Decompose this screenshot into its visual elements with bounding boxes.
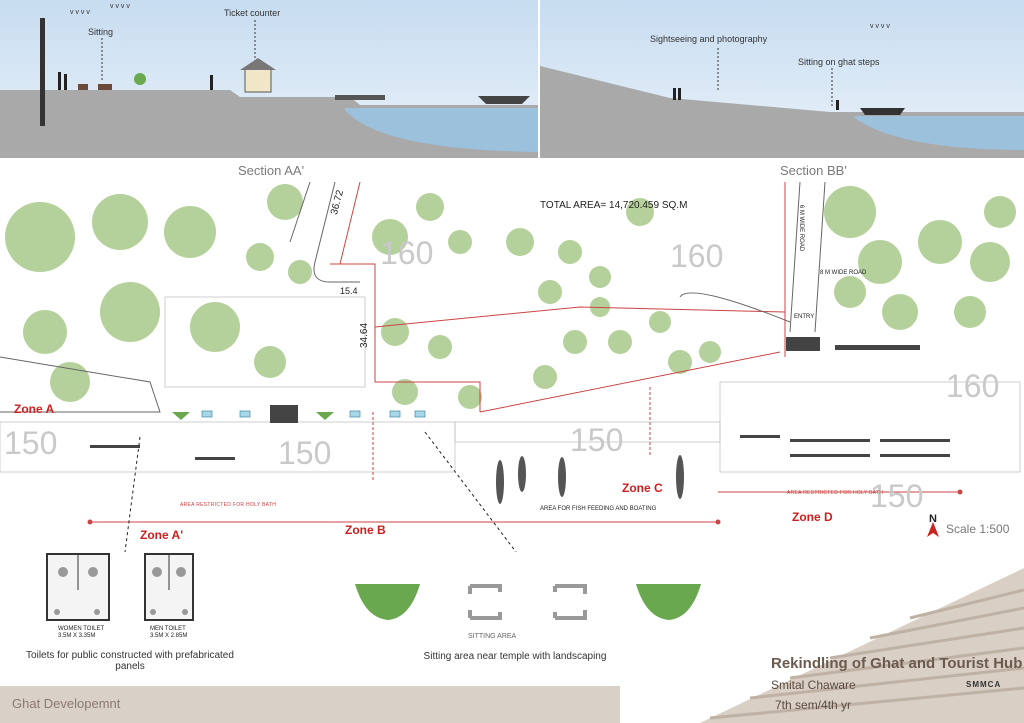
contour-160-b: 160	[670, 238, 724, 274]
svg-text:v v v v: v v v v	[870, 23, 890, 30]
lamp-post	[40, 18, 45, 126]
toilet-blocks	[201, 410, 426, 418]
restricted-note-d: AREA RESTRICTED FOR HOLY BATH	[787, 490, 884, 496]
logo: SMMCA	[966, 680, 1002, 689]
section-bb: v v v v Sightseeing and photography Sitt…	[540, 0, 1024, 158]
boat	[478, 96, 530, 104]
scale-label: Scale 1:500	[946, 522, 1010, 536]
semester: 7th sem/4th yr	[775, 698, 852, 712]
sitting-caption: Sitting area near temple with landscapin…	[423, 651, 607, 662]
dim-15-4: 15.4	[340, 286, 358, 296]
section-bb-drawing: v v v v	[540, 23, 1024, 158]
site-boundary	[330, 182, 786, 413]
callout-ticket-counter: Ticket counter	[224, 8, 281, 18]
callout-sightseeing: Sightseeing and photography	[650, 34, 768, 44]
ticket-booth	[240, 58, 276, 70]
restricted-note-a: AREA RESTRICTED FOR HOLY BATH	[180, 502, 277, 508]
ghat-steps	[90, 337, 950, 460]
zone-a: Zone A	[14, 402, 55, 416]
svg-text:v v v v: v v v v	[70, 9, 90, 16]
north-label: N	[929, 513, 937, 525]
callout-ghat-steps: Sitting on ghat steps	[798, 57, 880, 67]
dim-34-64: 34.64	[359, 322, 371, 349]
contour-160-a: 160	[380, 235, 434, 271]
contour-160-c: 160	[946, 368, 1000, 404]
site-plan	[0, 182, 1021, 552]
roads	[0, 182, 826, 413]
section-lines	[372, 387, 651, 482]
total-area: TOTAL AREA= 14,720.459 SQ.M	[540, 200, 688, 211]
zone-a-prime: Zone A'	[140, 528, 184, 542]
water	[345, 108, 538, 152]
zone-d: Zone D	[792, 510, 833, 524]
men-toilet-size: 3.5M X 2.85M	[150, 633, 188, 639]
contour-150-c: 150	[570, 422, 624, 458]
stairs-background	[610, 548, 1024, 723]
contour-150-d: 150	[870, 478, 924, 514]
callout-sitting: Sitting	[88, 27, 114, 37]
section-aa-drawing: v v v vv v v v	[0, 3, 538, 158]
section-bb-label: Section BB'	[780, 163, 847, 178]
author: Smital Chaware	[771, 678, 856, 692]
footer-bar: Ghat Developemnt	[0, 686, 620, 723]
zone-c: Zone C	[622, 481, 663, 495]
water-bb	[855, 116, 1024, 150]
footer-title: Ghat Developemnt	[12, 696, 121, 711]
building-outlines	[0, 296, 1021, 473]
planters	[172, 412, 334, 420]
trees	[5, 184, 1016, 409]
svg-text:v v v v: v v v v	[110, 3, 130, 10]
boats	[496, 455, 684, 504]
contour-150-a: 150	[4, 425, 58, 461]
project-title: Rekindling of Ghat and Tourist Hub	[771, 655, 1023, 672]
road-6m: 6 M WIDE ROAD	[798, 204, 805, 252]
boat-bb	[860, 108, 905, 115]
toilet-plans	[46, 553, 194, 621]
north-arrow-icon	[927, 522, 939, 537]
women-toilet-label: WOMEN TOILET	[58, 626, 105, 632]
women-toilet-size: 3.5M X 3.35M	[58, 633, 96, 639]
sitting-area-label: SITTING AREA	[468, 633, 517, 640]
zone-b: Zone B	[345, 523, 386, 537]
men-toilet-label: MEN TOILET	[150, 626, 186, 632]
birds: v v v vv v v v	[70, 3, 130, 16]
contour-150-b: 150	[278, 435, 332, 471]
fish-feeding-note: AREA FOR FISH FEEDING AND BOATING	[540, 506, 657, 512]
toilet-caption: Toilets for public constructed with pref…	[26, 650, 234, 672]
section-aa-label: Section AA'	[238, 163, 305, 178]
entry-label: ENTRY	[794, 314, 815, 320]
section-aa: v v v v v v v v Sitting Ticket counter	[0, 0, 538, 158]
zone-lines	[87, 489, 963, 525]
road-8m: 8 M WIDE ROAD	[820, 270, 867, 276]
sitting-area-plan	[355, 584, 701, 620]
shrub	[134, 73, 146, 85]
